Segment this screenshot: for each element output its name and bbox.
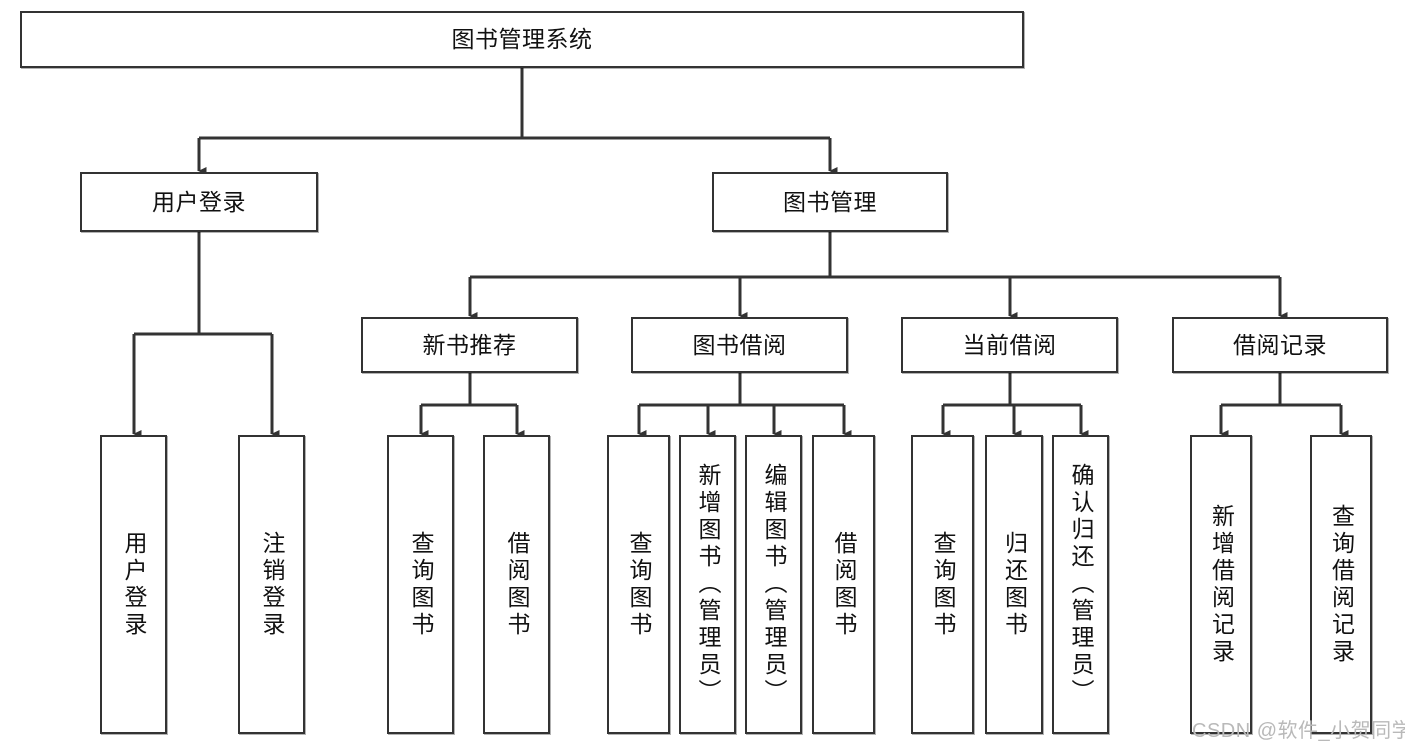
- node-leaf-query-book-2[interactable]: 查询图书: [607, 435, 670, 734]
- node-label: 新书推荐: [422, 331, 517, 358]
- node-label: 查询图书: [626, 530, 652, 639]
- node-label: 查询图书: [930, 530, 956, 639]
- node-leaf-return-book[interactable]: 归还图书: [985, 435, 1043, 734]
- node-label: 图书管理: [783, 188, 877, 215]
- node-leaf-add-book[interactable]: 新增图书（管理员）: [679, 435, 736, 734]
- node-leaf-borrow-book-2[interactable]: 借阅图书: [812, 435, 875, 734]
- node-label: 确认归还（管理员）: [1068, 463, 1094, 706]
- node-label: 注销登录: [259, 530, 285, 639]
- node-leaf-query-book-3[interactable]: 查询图书: [911, 435, 974, 734]
- node-label: 借阅记录: [1233, 331, 1327, 358]
- node-root[interactable]: 图书管理系统: [20, 11, 1024, 68]
- node-leaf-query-record[interactable]: 查询借阅记录: [1310, 435, 1372, 734]
- node-label: 新增图书（管理员）: [695, 463, 721, 706]
- node-label: 借阅图书: [504, 530, 530, 639]
- node-book-manage[interactable]: 图书管理: [712, 172, 948, 232]
- node-label: 图书管理系统: [451, 26, 593, 52]
- node-label: 图书借阅: [692, 331, 787, 358]
- node-user-login[interactable]: 用户登录: [80, 172, 318, 232]
- node-label: 新增借阅记录: [1208, 503, 1235, 666]
- node-label: 查询借阅记录: [1328, 503, 1355, 666]
- node-label: 编辑图书（管理员）: [761, 463, 787, 706]
- node-label: 用户登录: [121, 530, 147, 639]
- node-label: 借阅图书: [831, 530, 857, 639]
- node-book-borrow[interactable]: 图书借阅: [631, 317, 848, 373]
- node-leaf-user-login[interactable]: 用户登录: [100, 435, 167, 734]
- node-leaf-borrow-book-1[interactable]: 借阅图书: [483, 435, 550, 734]
- node-leaf-user-logout[interactable]: 注销登录: [238, 435, 305, 734]
- node-leaf-add-record[interactable]: 新增借阅记录: [1190, 435, 1252, 734]
- edges: [132, 68, 1349, 439]
- node-label: 归还图书: [1001, 530, 1028, 639]
- node-label: 用户登录: [152, 188, 246, 215]
- node-new-book-rec[interactable]: 新书推荐: [361, 317, 578, 373]
- node-label: 查询图书: [408, 530, 434, 639]
- node-leaf-query-book-1[interactable]: 查询图书: [387, 435, 454, 734]
- node-leaf-confirm-return[interactable]: 确认归还（管理员）: [1052, 435, 1109, 734]
- node-borrow-record[interactable]: 借阅记录: [1172, 317, 1388, 373]
- node-leaf-edit-book[interactable]: 编辑图书（管理员）: [745, 435, 802, 734]
- node-current-borrow[interactable]: 当前借阅: [901, 317, 1118, 373]
- node-label: 当前借阅: [962, 331, 1057, 358]
